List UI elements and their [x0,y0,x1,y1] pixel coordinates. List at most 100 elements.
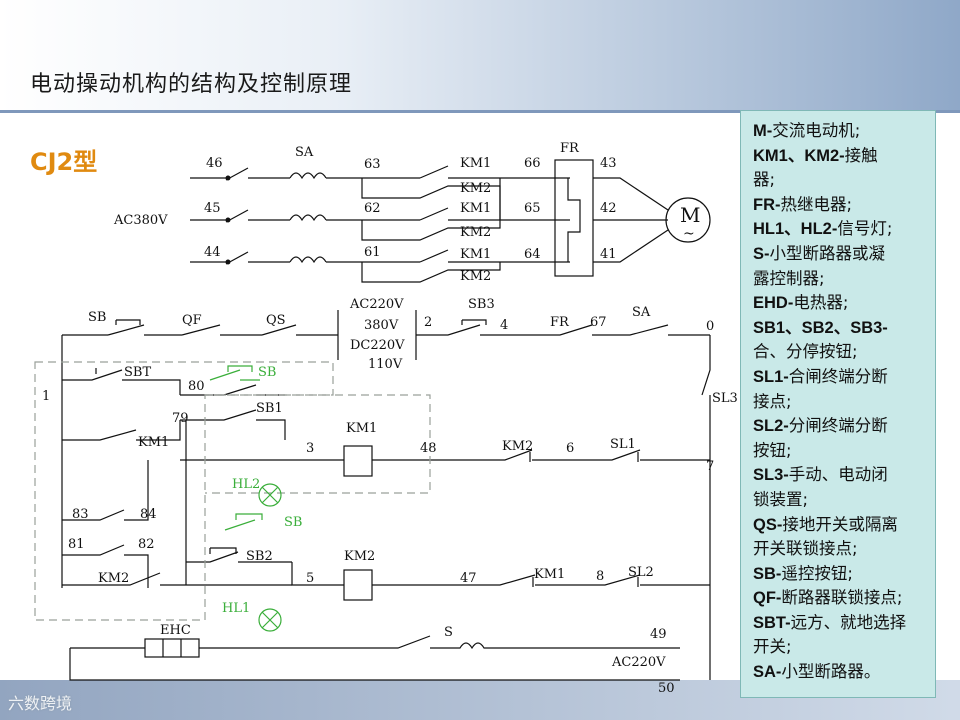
diagram-label: KM1 [460,247,491,262]
diagram-label: 63 [364,157,381,172]
legend-item: 露控制器; [753,267,929,292]
legend-key: QF- [753,589,782,608]
legend-text: 小型断路器或凝 [769,243,886,263]
diagram-label: 84 [140,507,157,522]
legend-key: HL1、HL2- [753,220,838,239]
diagram-label: ~ [683,226,695,242]
diagram-label: SB [88,310,106,325]
legend-text: 按钮; [753,440,792,460]
diagram-label: 0 [706,319,714,334]
legend-text: 开关; [753,637,792,657]
legend-item: SB-遥控按钮; [753,562,929,587]
legend-key: SL3- [753,466,789,485]
watermark-logo: 六数跨境 [8,694,73,713]
legend-text: 器; [753,170,776,190]
diagram-label: KM2 [98,571,129,586]
diagram-label: AC220V [611,655,666,670]
diagram-label: 50 [658,681,675,696]
legend-item: 开关联锁接点; [753,537,929,562]
legend-item: 按钮; [753,439,929,464]
legend-text: 接地开关或隔离 [782,514,898,534]
legend-item: 锁装置; [753,488,929,513]
diagram-label: DC220V [350,338,405,353]
diagram-label: FR [560,141,580,156]
legend-text: 合闸终端分断 [788,366,888,386]
legend-item: FR-热继电器; [753,193,929,218]
legend-item: 开关; [753,635,929,660]
legend-text: 遥控按钮; [781,563,853,583]
diagram-label: 7 [706,459,714,474]
page-title: 电动操动机构的结构及控制原理 [30,72,353,97]
wires [61,159,711,681]
legend-text: 电热器; [793,293,849,313]
remote-control-dashed-box [34,361,431,621]
diagram-label: M [680,203,700,227]
legend-item: 合、分停按钮; [753,340,929,365]
legend-panel: M-交流电动机;KM1、KM2-接触器;FR-热继电器;HL1、HL2-信号灯;… [740,110,936,698]
legend-item: 器; [753,168,929,193]
diagram-label: 44 [204,245,221,260]
legend-item: S-小型断路器或凝 [753,242,929,267]
diagram-label: SL2 [628,565,654,580]
diagram-label: 380V [364,318,399,333]
diagram-label: SB2 [246,549,273,564]
diagram-label: HL1 [222,601,250,616]
legend-text: 露控制器; [753,268,825,288]
diagram-label: QF [182,313,202,328]
diagram-label: 43 [600,156,617,171]
diagram-label: AC380V [113,213,168,228]
legend-item: QS-接地开关或隔离 [753,513,929,538]
legend-key: SB1、SB2、SB3- [753,318,888,337]
diagram-label: 46 [206,156,223,171]
legend-key: S- [753,244,770,263]
diagram-label: S [444,625,453,640]
legend-text: 合、分停按钮; [753,342,858,362]
diagram-label: 47 [460,571,477,586]
diagram-label: SA [295,145,314,160]
diagram-label: KM2 [460,181,491,196]
diagram-label: 79 [172,411,189,426]
diagram-label: KM1 [138,435,169,450]
diagram-label: 110V [368,357,403,372]
diagram-label: SB [258,365,276,380]
diagram-label: KM2 [460,225,491,240]
diagram-label: 41 [600,247,617,262]
legend-key: KM1、KM2- [753,146,845,165]
diagram-label: 3 [306,441,314,456]
diagram-label: SB3 [468,297,495,312]
diagram-label: 83 [72,507,89,522]
legend-text: 小型断路器。 [781,662,881,682]
diagram-label: 66 [524,156,541,171]
diagram-label: AC220V [349,297,404,312]
legend-key: EHD- [753,294,794,313]
diagram-label: KM2 [502,439,533,454]
diagram-label: 81 [68,537,85,552]
model-label: CJ2型 [30,148,98,176]
legend-text: 接点; [753,391,792,411]
junction-dots [225,175,231,265]
legend-item: HL1、HL2-信号灯; [753,217,929,242]
diagram-label: 80 [188,379,205,394]
legend-key: M- [753,122,773,140]
diagram-label: 64 [524,247,541,262]
diagram-label: FR [550,315,570,330]
diagram-label: HL2 [232,477,260,492]
legend-item: SL3-手动、电动闭 [753,463,929,488]
diagram-label: SA [632,305,651,320]
legend-text: 开关联锁接点; [753,539,858,559]
legend-item: SA-小型断路器。 [753,660,929,685]
diagram-label: 2 [424,315,432,330]
diagram-label: 1 [42,389,50,404]
diagram-label: KM1 [460,201,491,216]
diagram-label: 49 [650,627,667,642]
diagram-label: 6 [566,441,574,456]
diagram-label: SL1 [610,437,636,452]
legend-text: 断路器联锁接点; [781,588,903,608]
diagram-label: SB [284,515,302,530]
diagram-label: KM1 [460,156,491,171]
diagram-label: 65 [524,201,541,216]
legend-item: SB1、SB2、SB3- [753,316,929,341]
legend-key: QS- [753,515,783,534]
diagram-label: EHC [160,623,191,638]
